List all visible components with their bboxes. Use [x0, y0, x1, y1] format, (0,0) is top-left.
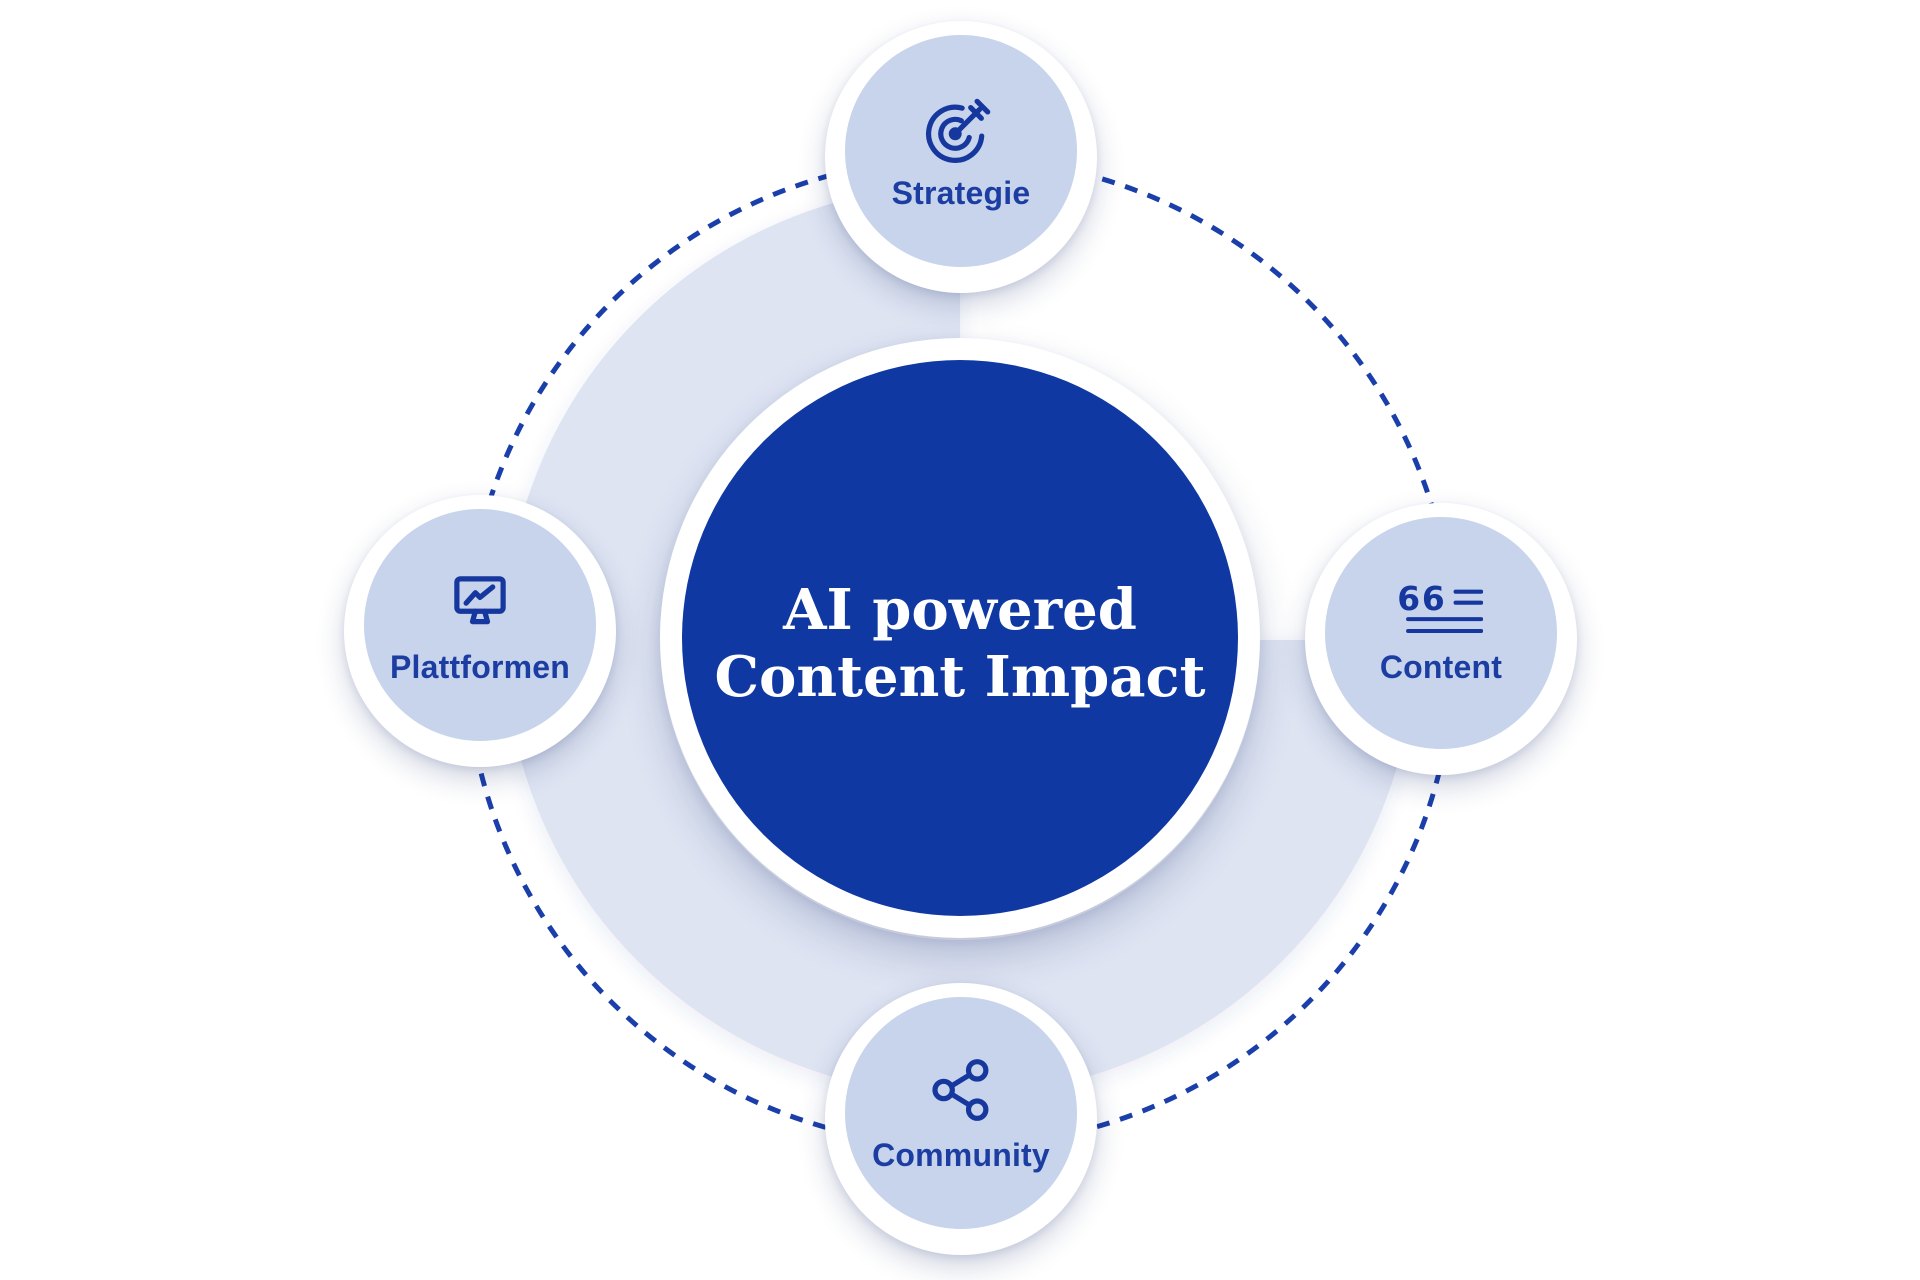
share-network-icon	[932, 1058, 989, 1121]
node-content-circle: 66 Content	[1325, 517, 1557, 749]
center-hub-circle: AI powered Content Impact	[682, 360, 1238, 916]
node-content-label: Content	[1379, 648, 1503, 685]
node-community-circle: Community	[845, 997, 1077, 1229]
quarterly-cycle-band-arc	[505, 185, 1415, 1095]
node-plattformen: Plattformen	[344, 495, 616, 767]
center-title-line2: Content Impact	[714, 644, 1206, 710]
node-content: 66 Content	[1305, 503, 1577, 775]
svg-text:66: 66	[1399, 581, 1447, 618]
monitor-chart-icon	[454, 575, 506, 624]
node-strategie-label: Strategie	[891, 174, 1031, 211]
node-community: Community	[825, 983, 1097, 1255]
node-strategie-circle: Strategie	[845, 35, 1077, 267]
node-plattformen-circle: Plattformen	[364, 509, 596, 741]
quote-text-icon: 66	[1399, 581, 1483, 633]
node-strategie: Strategie	[825, 21, 1097, 293]
center-hub-ring: AI powered Content Impact	[660, 338, 1260, 938]
node-community-label: Community	[872, 1136, 1050, 1173]
target-dart-icon	[926, 98, 991, 163]
center-title-line1: AI powered	[783, 576, 1137, 643]
node-plattformen-label: Plattformen	[390, 648, 570, 685]
center-title: AI powered Content Impact	[714, 577, 1205, 711]
